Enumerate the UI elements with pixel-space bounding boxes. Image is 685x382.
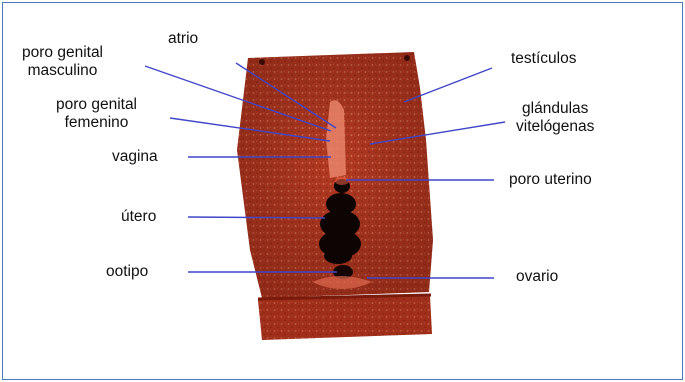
label-vagina: vagina xyxy=(112,148,158,166)
label-poro-genital-femenino-line2: femenino xyxy=(56,114,137,132)
label-glandulas-vitelogenas-line1: glándulas xyxy=(516,100,594,118)
label-glandulas-vitelogenas: glándulas vitelógenas xyxy=(516,100,594,136)
uterine-pore-mark xyxy=(335,177,349,185)
label-atrio: atrio xyxy=(168,30,198,48)
label-utero: útero xyxy=(121,208,156,226)
label-poro-genital-femenino-line1: poro genital xyxy=(56,96,137,114)
label-poro-genital-masculino-line2: masculino xyxy=(22,62,103,80)
label-poro-genital-femenino: poro genital femenino xyxy=(56,96,137,132)
label-poro-genital-masculino: poro genital masculino xyxy=(22,44,103,80)
label-poro-genital-masculino-line1: poro genital xyxy=(22,44,103,62)
vagina-channel xyxy=(326,100,346,178)
label-poro-uterino: poro uterino xyxy=(509,171,592,189)
label-ovario: ovario xyxy=(516,268,558,286)
label-ootipo: ootipo xyxy=(106,263,148,281)
label-testiculos: testículos xyxy=(511,50,576,68)
label-glandulas-vitelogenas-line2: vitelógenas xyxy=(516,118,594,136)
leader-utero xyxy=(188,217,325,218)
